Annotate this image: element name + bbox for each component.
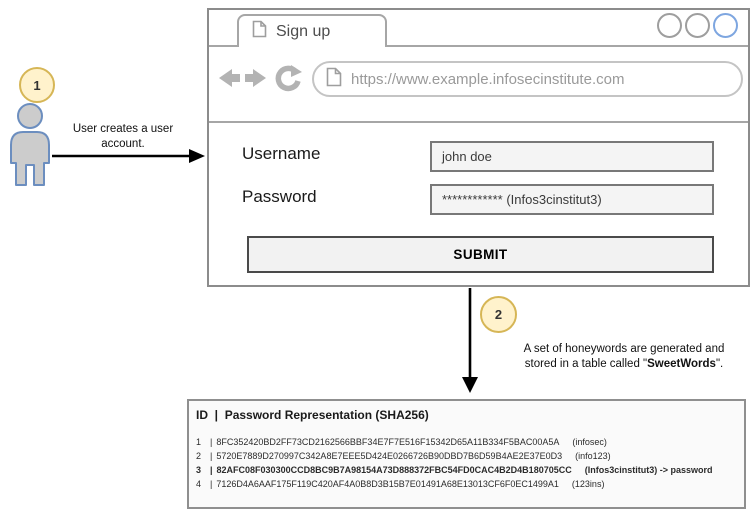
step-1-badge: 1 <box>19 67 55 103</box>
browser-window: Sign up https:// <box>207 8 750 287</box>
tab-label: Sign up <box>276 22 331 40</box>
arrow-right-icon <box>50 146 206 171</box>
reload-icon[interactable] <box>273 64 303 99</box>
sweetwords-table: ID | Password Representation (SHA256) 1|… <box>187 399 746 509</box>
table-header: ID | Password Representation (SHA256) <box>196 408 429 422</box>
url-text: https://www.example.infosecinstitute.com <box>351 70 625 88</box>
window-button-2[interactable] <box>685 13 710 38</box>
tabbar-divider <box>209 45 748 47</box>
step-1-number: 1 <box>33 77 41 93</box>
window-button-1[interactable] <box>657 13 682 38</box>
page-icon <box>326 67 342 92</box>
step-2-caption: A set of honeywords are generated and st… <box>500 342 748 372</box>
toolbar-divider <box>209 121 748 123</box>
caption-line: account. <box>101 138 145 151</box>
table-row: 2|5720E7889D270997C342A8E7EEE5D424E02667… <box>196 451 611 461</box>
table-row: 1|8FC352420BD2FF73CD2162566BBF34E7F7E516… <box>196 437 607 447</box>
password-value: ************ (Infos3cinstitut3) <box>442 192 602 207</box>
back-icon[interactable] <box>215 64 242 97</box>
sweetwords-bold: SweetWords <box>647 358 716 371</box>
window-button-3[interactable] <box>713 13 738 38</box>
caption-line: stored in a table called "SweetWords". <box>524 358 724 371</box>
password-input[interactable]: ************ (Infos3cinstitut3) <box>430 184 714 215</box>
forward-icon[interactable] <box>243 64 270 97</box>
table-row: 3|82AFC08F030300CCD8BC9B7A98154A73D88837… <box>196 465 713 475</box>
person-icon <box>7 102 53 191</box>
submit-button[interactable]: SUBMIT <box>247 236 714 273</box>
step-1-caption: User creates a user account. <box>48 122 198 152</box>
sweetwords-rows: 1|8FC352420BD2FF73CD2162566BBF34E7F7E516… <box>196 435 740 491</box>
tab-sign-up[interactable]: Sign up <box>237 14 387 47</box>
username-label: Username <box>242 144 321 163</box>
username-input[interactable]: john doe <box>430 141 714 172</box>
password-label: Password <box>242 187 317 206</box>
url-bar[interactable]: https://www.example.infosecinstitute.com <box>312 61 743 97</box>
submit-label: SUBMIT <box>453 247 508 262</box>
arrow-down-icon <box>458 288 482 399</box>
table-row: 4|7126D4A6AAF175F119C420AF4A0B8D3B15B7E0… <box>196 479 605 489</box>
step-2-number: 2 <box>494 307 503 322</box>
caption-line: A set of honeywords are generated and <box>523 343 725 355</box>
username-value: john doe <box>442 149 492 164</box>
caption-line: User creates a user <box>72 123 174 135</box>
page-icon <box>252 20 267 43</box>
step-2-badge: 2 <box>480 296 517 333</box>
